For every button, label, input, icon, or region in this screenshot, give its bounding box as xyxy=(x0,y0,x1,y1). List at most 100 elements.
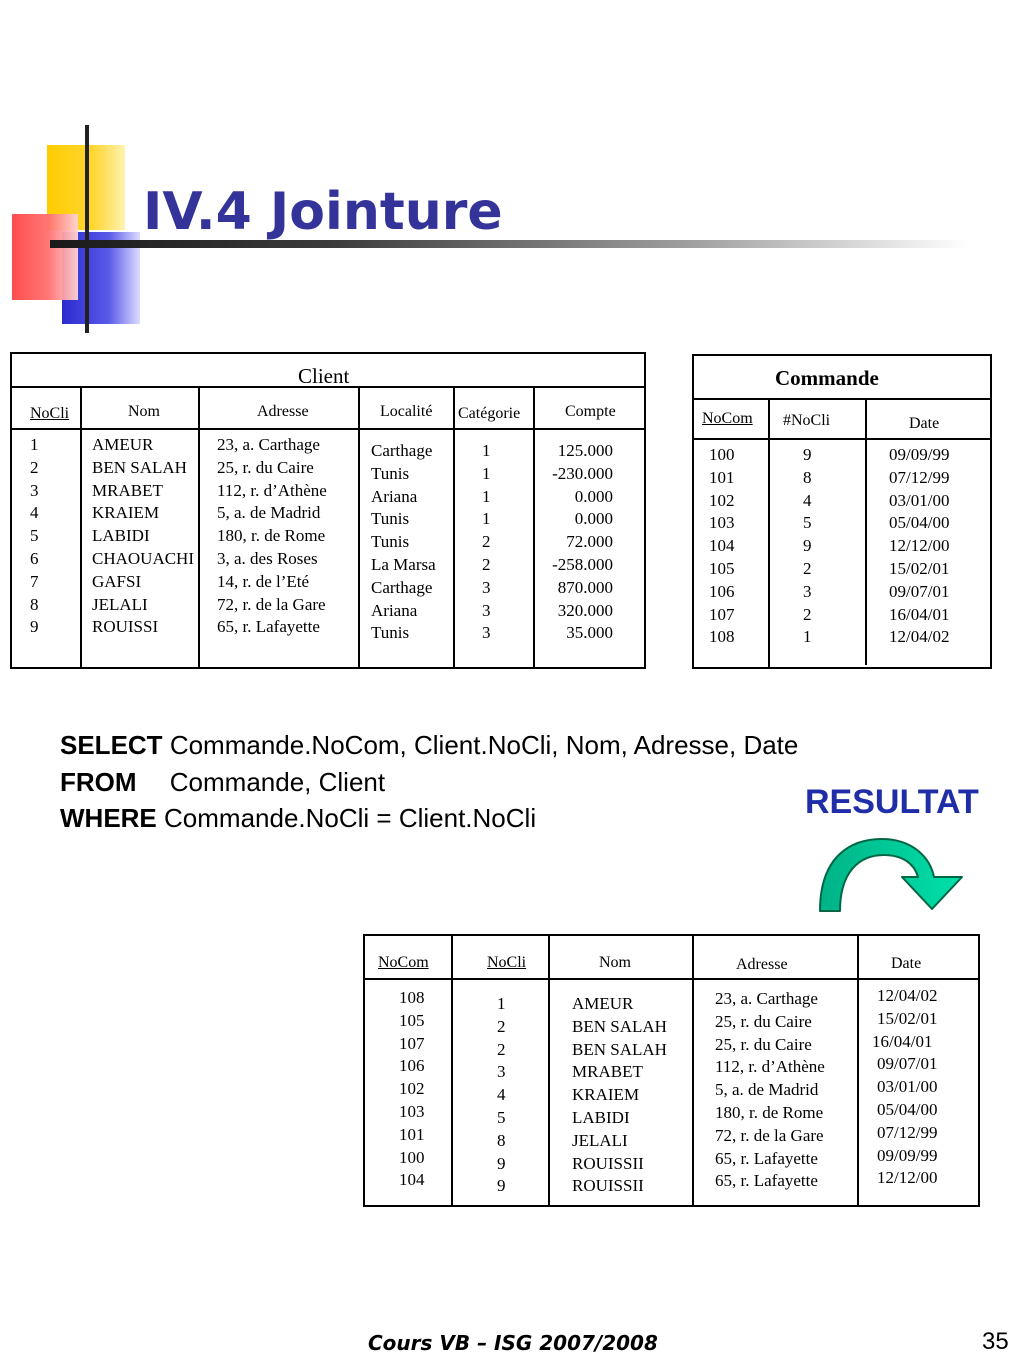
cell: 112, r. d’Athène xyxy=(217,480,327,500)
cell: 5 xyxy=(803,513,812,533)
cell: 03/01/00 xyxy=(889,490,950,510)
cell: 35.000 xyxy=(566,623,613,643)
cell: 2 xyxy=(803,558,812,578)
result-header-adresse: Adresse xyxy=(736,956,788,973)
result-col-divider xyxy=(548,934,550,1207)
red-square xyxy=(12,214,78,300)
cell: 2 xyxy=(497,1039,506,1059)
cell: 870.000 xyxy=(557,577,613,597)
cell: BEN SALAH xyxy=(92,457,187,477)
client-header-nom: Nom xyxy=(128,403,160,420)
commande-table-title: Commande xyxy=(775,366,879,390)
cell: 0.000 xyxy=(574,486,613,506)
commande-col-divider xyxy=(865,400,867,665)
cell: 107 xyxy=(709,604,735,624)
cell: Carthage xyxy=(371,577,433,597)
cell: 8 xyxy=(30,594,39,614)
commande-col-nocom: 100 101 102 103 104 105 106 107 108 xyxy=(709,444,735,649)
result-header-nocli: NoCli xyxy=(487,954,527,971)
client-header-adresse: Adresse xyxy=(257,403,309,420)
sql-where-condition: Commande.NoCli = Client.NoCli xyxy=(164,803,537,833)
cell: CHAOUACHI xyxy=(92,548,194,568)
sql-where-line: WHERE Commande.NoCli = Client.NoCli xyxy=(60,803,536,834)
result-table xyxy=(363,934,980,1207)
cell: 23, a. Carthage xyxy=(715,989,818,1008)
sql-select-keyword: SELECT xyxy=(60,730,163,760)
result-col-nom: AMEUR BEN SALAH BEN SALAH MRABET KRAIEM … xyxy=(572,993,667,1198)
page-number: 35 xyxy=(982,1328,1009,1355)
cell: Tunis xyxy=(371,532,410,552)
cell: 9 xyxy=(30,617,39,637)
cell: 9 xyxy=(803,536,812,556)
cell: 1 xyxy=(30,435,39,454)
sql-select-line: SELECT Commande.NoCom, Client.NoCli, Nom… xyxy=(60,730,798,761)
commande-title-divider xyxy=(692,398,992,400)
cell: 05/04/00 xyxy=(877,1099,938,1119)
cell: 320.000 xyxy=(557,600,613,620)
commande-table xyxy=(692,354,992,669)
cell: 72, r. de la Gare xyxy=(217,594,326,614)
cell: JELALI xyxy=(572,1130,628,1150)
cell: 5, a. de Madrid xyxy=(217,503,321,523)
cell: JELALI xyxy=(92,594,148,614)
cell: 3, a. des Roses xyxy=(217,548,318,568)
cell: 1 xyxy=(497,994,506,1013)
cell: 25, r. du Caire xyxy=(217,457,314,477)
cell: 105 xyxy=(709,558,735,578)
client-header-compte: Compte xyxy=(565,403,616,420)
client-col-divider xyxy=(453,388,455,669)
cell: 3 xyxy=(30,480,39,500)
sql-select-columns: Commande.NoCom, Client.NoCli, Nom, Adres… xyxy=(169,730,799,760)
cell: 102 xyxy=(709,490,735,510)
cell: 15/02/01 xyxy=(889,558,950,578)
sql-from-line: FROM Commande, Client xyxy=(60,767,385,798)
cell: 2 xyxy=(497,1016,506,1036)
cell: 101 xyxy=(399,1124,425,1144)
cell: 112, r. d’Athène xyxy=(715,1057,825,1077)
cell: 125.000 xyxy=(557,441,613,460)
cell: 1 xyxy=(482,463,491,483)
client-header-localite: Localité xyxy=(380,403,433,420)
commande-col-divider xyxy=(768,400,770,669)
cell: 4 xyxy=(497,1085,506,1105)
commande-col-nocli: 9 8 4 5 9 2 3 2 1 xyxy=(803,444,812,649)
cell: 03/01/00 xyxy=(877,1077,938,1097)
cell: 1 xyxy=(482,509,491,529)
client-col-divider xyxy=(198,388,200,669)
cell: 09/09/99 xyxy=(889,445,950,464)
result-header-nocom: NoCom xyxy=(378,954,429,971)
cell: Carthage xyxy=(371,441,433,460)
cell: 12/04/02 xyxy=(877,986,938,1005)
client-table-title: Client xyxy=(298,364,350,388)
cell: 106 xyxy=(399,1056,425,1076)
client-title-divider xyxy=(10,386,646,388)
corner-squares-decoration xyxy=(0,0,150,340)
cell: Ariana xyxy=(371,486,418,506)
cell: 5, a. de Madrid xyxy=(715,1080,819,1100)
cell: 72.000 xyxy=(566,532,613,552)
cell: 102 xyxy=(399,1079,425,1099)
cell: 1 xyxy=(803,627,812,647)
cell: 05/04/00 xyxy=(889,513,950,533)
cell: 5 xyxy=(497,1107,506,1127)
cell: 180, r. de Rome xyxy=(217,526,326,546)
cell: La Marsa xyxy=(371,554,436,574)
cell: KRAIEM xyxy=(572,1085,640,1105)
cell: 2 xyxy=(30,457,39,477)
cell: 07/12/99 xyxy=(889,467,950,487)
cell: GAFSI xyxy=(92,571,142,591)
resultat-label: RESULTAT xyxy=(805,783,979,821)
cell: LABIDI xyxy=(572,1107,630,1127)
client-col-compte: 125.000 -230.000 0.000 0.000 72.000 -258… xyxy=(536,440,613,645)
cell: 2 xyxy=(803,604,812,624)
result-header-divider xyxy=(363,978,980,980)
sql-from-keyword: FROM xyxy=(60,767,137,797)
cell: Tunis xyxy=(371,463,410,483)
cell: 5 xyxy=(30,526,39,546)
commande-col-date: 09/09/99 07/12/99 03/01/00 05/04/00 12/1… xyxy=(889,444,949,649)
cell: -258.000 xyxy=(552,554,613,574)
cell: 72, r. de la Gare xyxy=(715,1125,824,1145)
client-col-adresse: 23, a. Carthage 25, r. du Caire 112, r. … xyxy=(217,434,327,639)
cell: 104 xyxy=(399,1170,425,1190)
result-col-adresse: 23, a. Carthage 25, r. du Caire 25, r. d… xyxy=(715,988,825,1193)
